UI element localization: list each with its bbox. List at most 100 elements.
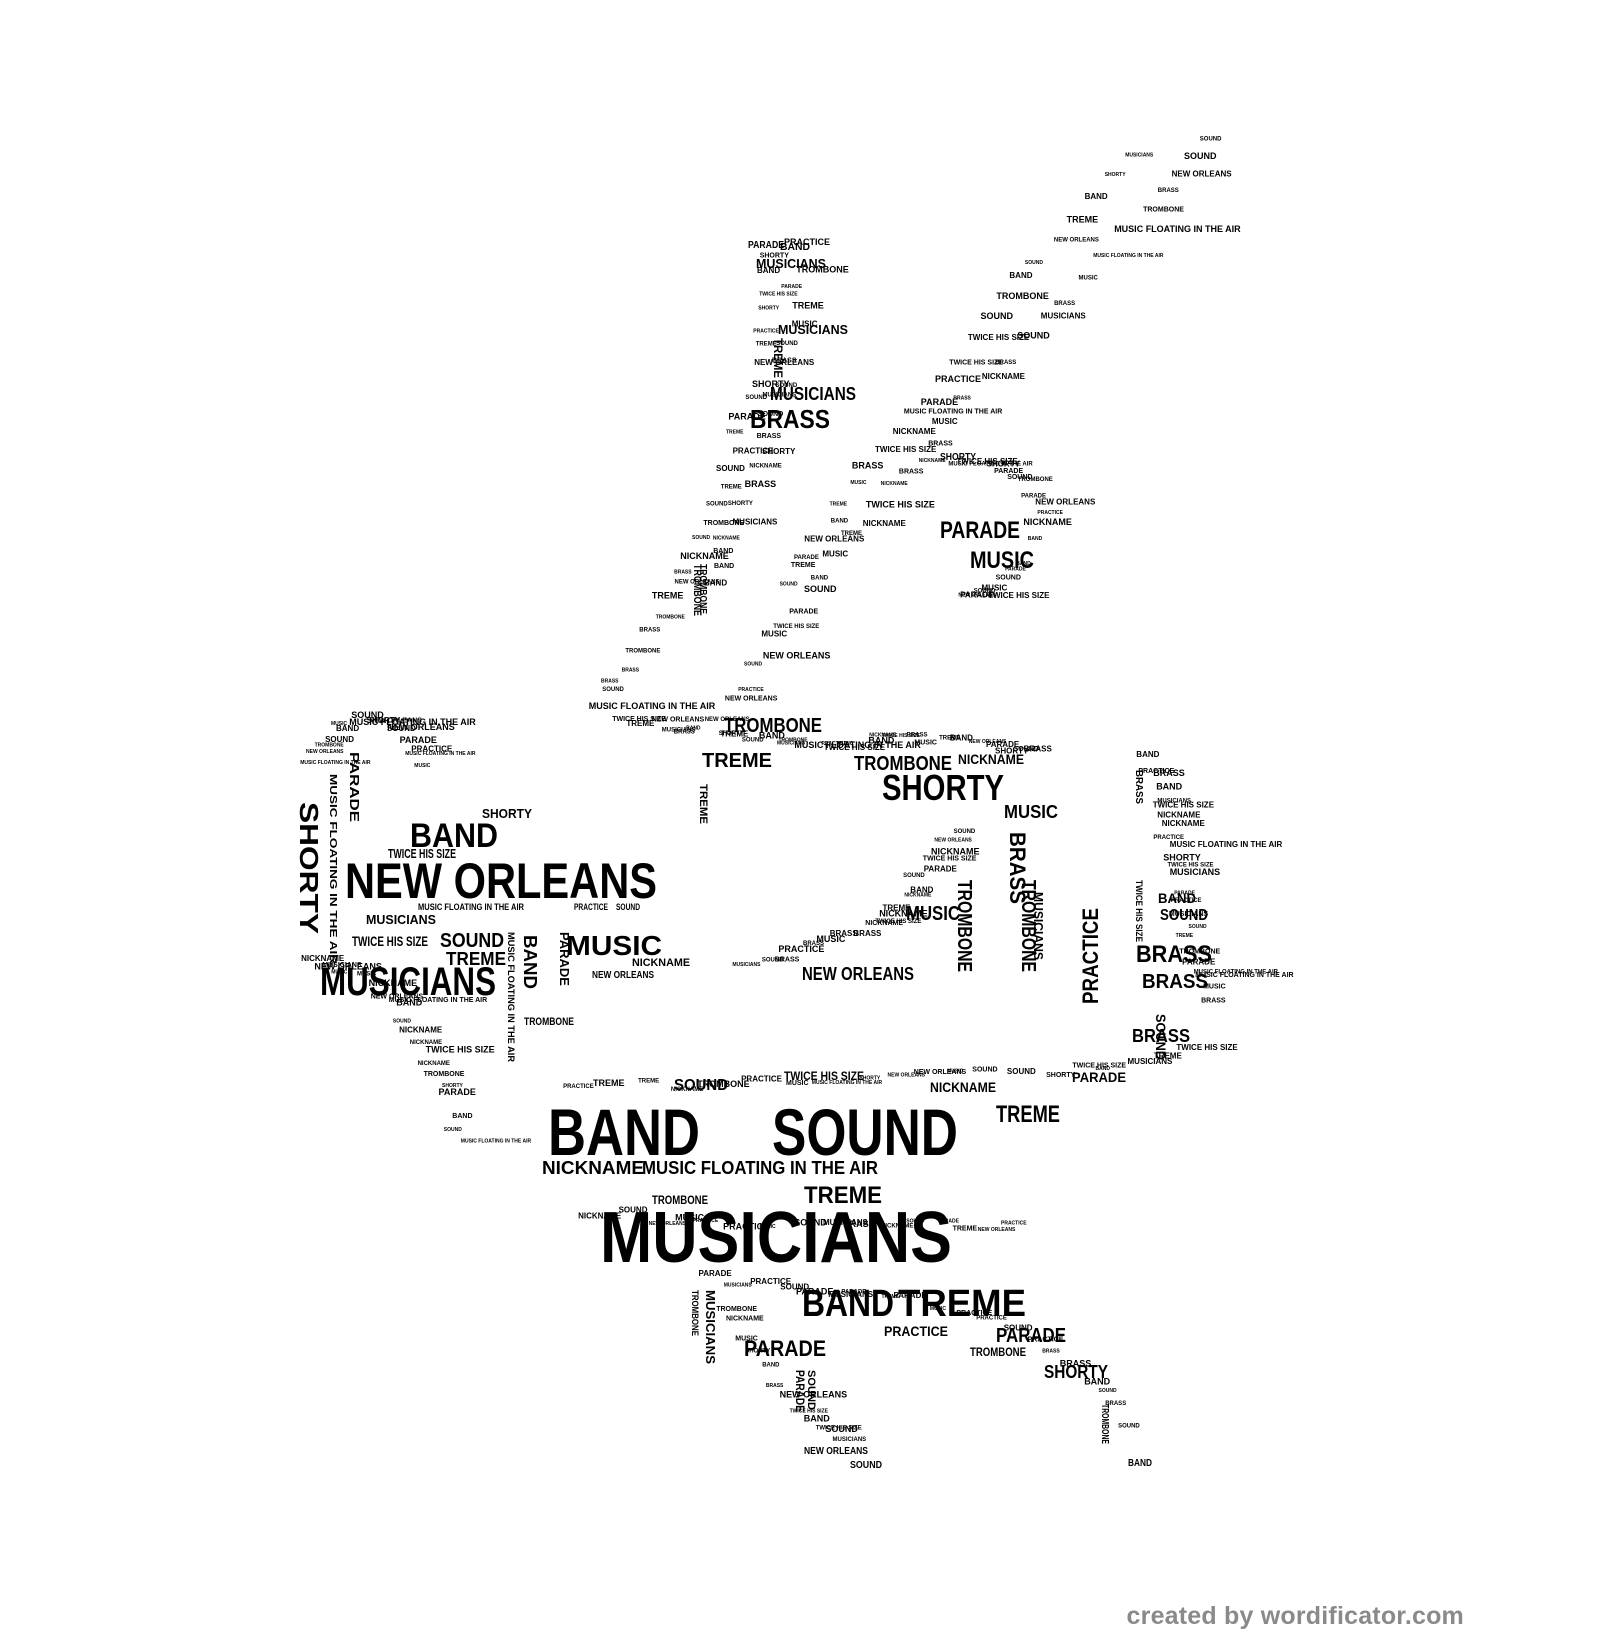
- filler-word: SOUND: [794, 1217, 827, 1227]
- word-brass-right-top: BRASS: [1132, 1026, 1190, 1046]
- filler-word: PRACTICE: [738, 687, 764, 693]
- filler-word: TREME: [720, 730, 749, 739]
- filler-word: SOUND: [1025, 260, 1043, 266]
- filler-word: SOUND: [780, 582, 798, 588]
- filler-word: MUSIC: [735, 1335, 758, 1342]
- filler-word: PARADE: [841, 1289, 866, 1295]
- filler-word: SOUND: [619, 1206, 648, 1215]
- filler-word: PARADE: [1174, 891, 1195, 897]
- filler-word: BAND: [713, 548, 733, 555]
- filler-word: NICKNAME: [399, 1026, 443, 1035]
- filler-word: BRASS: [772, 358, 797, 365]
- filler-word: PARADE: [938, 1219, 959, 1225]
- filler-word: MUSIC: [930, 1306, 947, 1312]
- word-sound-vertical: SOUND: [1153, 1014, 1169, 1060]
- word-musicians-top: MUSICIANS: [778, 322, 848, 337]
- filler-word: PRACTICE: [723, 1222, 769, 1232]
- filler-word: BAND: [804, 1414, 830, 1424]
- filler-word: SOUND: [996, 575, 1021, 582]
- filler-word: BRASS: [1153, 768, 1185, 778]
- filler-word: TREME: [1067, 214, 1099, 224]
- filler-word: PARADE: [794, 555, 819, 561]
- word-band-bottom-right: BAND: [1128, 1458, 1152, 1469]
- filler-word: TROMBONE: [1018, 477, 1053, 483]
- filler-word: TWICE HIS SIZE: [875, 445, 937, 454]
- filler-word: TROMBONE: [697, 1079, 750, 1089]
- filler-word: SHORTY: [762, 447, 796, 456]
- word-practice-left: PRACTICE: [574, 902, 608, 912]
- filler-word: SHORTY: [752, 379, 790, 389]
- filler-word: TWICE HIS SIZE: [816, 1426, 862, 1432]
- filler-word: TREME: [882, 1294, 900, 1300]
- filler-word: TWICE HIS SIZE: [790, 1408, 829, 1414]
- filler-word: PRACTICE: [1171, 898, 1202, 904]
- filler-word: BRASS: [601, 678, 619, 684]
- word-sound-small: SOUND: [440, 930, 504, 952]
- filler-word: NEW ORLEANS: [888, 1072, 926, 1078]
- filler-word: NICKNAME: [893, 427, 937, 436]
- filler-word: TREME: [953, 1226, 978, 1233]
- filler-word: TWICE HIS SIZE: [882, 733, 921, 739]
- filler-word: BRASS: [830, 929, 859, 938]
- filler-word: MUSIC FLOATING IN THE AIR: [904, 408, 1002, 415]
- filler-word: SOUND: [393, 1019, 411, 1025]
- filler-word: BAND: [1085, 192, 1108, 201]
- filler-word: SHORTY: [758, 306, 780, 312]
- filler-word: TWICE HIS SIZE: [1168, 862, 1214, 868]
- filler-word: TROMBONE: [796, 265, 849, 275]
- word-parade-vertical-lower: PARADE: [793, 1370, 807, 1412]
- word-twice-his-size-1: TWICE HIS SIZE: [352, 933, 428, 949]
- filler-word: NICKNAME: [982, 372, 1026, 381]
- filler-word: BAND: [1028, 536, 1043, 542]
- filler-word: TWICE HIS SIZE: [923, 856, 977, 863]
- word-brass-vertical-right: BRASS: [1133, 770, 1144, 804]
- filler-word: MUSIC: [932, 417, 958, 426]
- filler-word: MUSICIANS: [1157, 799, 1191, 805]
- filler-word: TREME: [841, 531, 862, 537]
- word-trombone-vertical-1: TROMBONE: [691, 564, 703, 616]
- filler-word: SHORTY: [995, 746, 1029, 755]
- filler-word: TREME: [721, 485, 742, 491]
- filler-word: PRACTICE: [1001, 1221, 1027, 1227]
- filler-word: SOUND: [744, 661, 762, 667]
- filler-word: NICKNAME: [369, 978, 418, 988]
- filler-word: TROMBONE: [656, 615, 686, 621]
- filler-word: TREME: [1176, 933, 1194, 939]
- filler-word: MUSICIANS: [777, 741, 806, 747]
- filler-word: NEW ORLEANS: [780, 1389, 848, 1399]
- filler-word: TROMBONE: [778, 738, 808, 744]
- filler-word: MUSIC FLOATING IN THE AIR: [589, 701, 716, 711]
- word-shorty-mid: SHORTY: [882, 767, 1004, 808]
- filler-word: BRASS: [1201, 998, 1226, 1005]
- word-parade-vertical-2: PARADE: [557, 932, 572, 986]
- filler-word: MUSIC FLOATING IN THE AIR: [389, 997, 487, 1004]
- filler-word: BRASS: [1158, 188, 1179, 194]
- filler-word: BAND: [811, 576, 829, 582]
- word-treme-upper: TREME: [702, 750, 772, 772]
- filler-word: SOUND: [762, 957, 784, 963]
- filler-word: TREME: [883, 904, 912, 913]
- filler-word: SOUND: [351, 710, 384, 720]
- filler-word: SOUND: [981, 311, 1014, 321]
- filler-word: BRASS: [899, 468, 924, 475]
- word-music-mid: MUSIC: [970, 547, 1034, 574]
- filler-word: MUSIC: [850, 480, 867, 486]
- filler-word: PARADE: [781, 284, 802, 290]
- filler-word: SHORTY: [987, 460, 1021, 469]
- word-trombone-upper-2: TROMBONE: [854, 753, 952, 775]
- filler-word: BAND: [950, 733, 973, 742]
- filler-word: MUSIC: [947, 1068, 964, 1074]
- word-band-top: BAND: [780, 242, 810, 253]
- filler-word: BRASS: [1042, 1349, 1060, 1355]
- word-brass-right-2: BRASS: [1142, 971, 1208, 993]
- filler-word: BAND: [1009, 271, 1032, 280]
- filler-word: PARADE: [1021, 493, 1046, 499]
- word-music-floating-vertical: MUSIC FLOATING IN THE AIR: [327, 774, 338, 965]
- word-brass-mid: BRASS: [750, 404, 830, 434]
- filler-word: TWICE HIS SIZE: [824, 743, 886, 752]
- filler-word: PRACTICE: [563, 1084, 594, 1090]
- filler-word: SHORTY: [728, 501, 753, 507]
- filler-word: BRASS: [843, 1219, 875, 1229]
- filler-word: TROMBONE: [315, 743, 345, 749]
- filler-word: SHORTY: [745, 1349, 770, 1355]
